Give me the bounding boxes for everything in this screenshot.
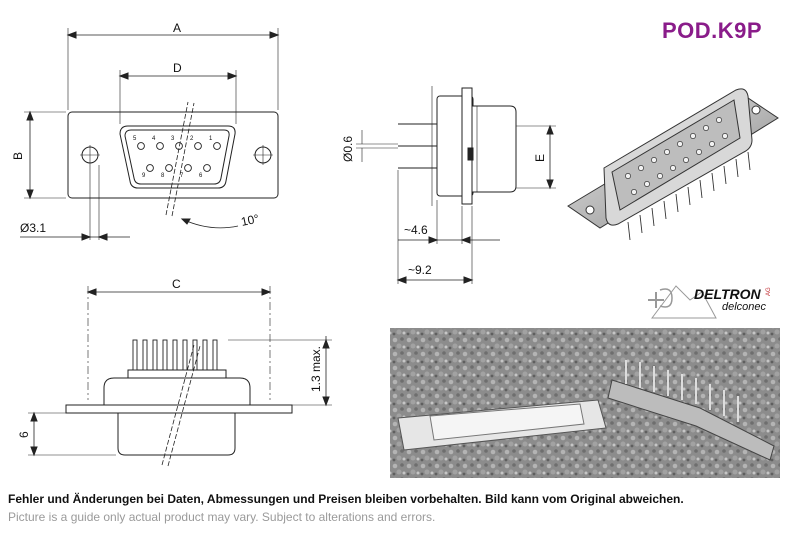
- brand-logo-mark: [648, 285, 717, 319]
- brand-name: DELTRON: [694, 286, 761, 302]
- bottom-upper-shell: [103, 377, 251, 406]
- label-a: A: [173, 21, 181, 35]
- bottom-pins: [132, 339, 218, 371]
- footer-disclaimer-en: Picture is a guide only actual product m…: [8, 510, 436, 524]
- pin-number-labels: 5 4 3 2 1 9 8 7 6: [133, 136, 213, 179]
- pin-number: 2: [190, 136, 194, 142]
- pin-number: 3: [171, 136, 175, 142]
- label-c: C: [172, 277, 181, 291]
- shell-inner: [124, 129, 230, 185]
- pin-number: 6: [199, 173, 203, 179]
- label-pin-length: 1.3 max.: [309, 346, 323, 392]
- bottom-insert: [127, 369, 227, 379]
- label-depth-46: ~4.6: [404, 223, 428, 237]
- product-photo: [390, 328, 780, 478]
- label-hole-dia: Ø3.1: [20, 221, 46, 235]
- label-height: 6: [17, 431, 31, 438]
- page-title: POD.K9P: [662, 18, 763, 43]
- label-e: E: [533, 154, 547, 162]
- brand-sub: delconec: [722, 301, 767, 313]
- pin-number: 9: [142, 173, 146, 179]
- pin-circles: [137, 142, 221, 172]
- label-depth-92: ~9.2: [408, 263, 432, 277]
- angle-arc: [181, 218, 239, 229]
- side-shell: [471, 105, 517, 193]
- photo-pins: [625, 360, 739, 422]
- bottom-view: [28, 286, 332, 467]
- front-view: [20, 28, 280, 241]
- bottom-lower-shell: [117, 412, 236, 456]
- pin-number: 5: [133, 136, 137, 142]
- label-d: D: [173, 61, 182, 75]
- bottom-flange: [65, 404, 293, 414]
- pin-number: 7: [180, 173, 184, 179]
- footer-disclaimer-de: Fehler und Änderungen bei Daten, Abmessu…: [8, 492, 684, 506]
- label-b: B: [11, 152, 25, 160]
- 3d-pin-holes: [625, 117, 728, 195]
- side-plate: [461, 87, 473, 205]
- photo-connector-side: [607, 379, 775, 461]
- label-angle: 10°: [240, 211, 261, 229]
- pin-number: 8: [161, 173, 165, 179]
- break-line: [165, 101, 195, 217]
- connector-3d: [567, 88, 779, 241]
- 3d-pins: [627, 151, 751, 241]
- pin-number: 4: [152, 136, 156, 142]
- label-pin-dia: Ø0.6: [341, 136, 355, 162]
- pin-number: 1: [209, 136, 213, 142]
- side-view: [356, 86, 556, 284]
- side-clip: [467, 147, 474, 161]
- brand-ag: AG: [766, 287, 772, 296]
